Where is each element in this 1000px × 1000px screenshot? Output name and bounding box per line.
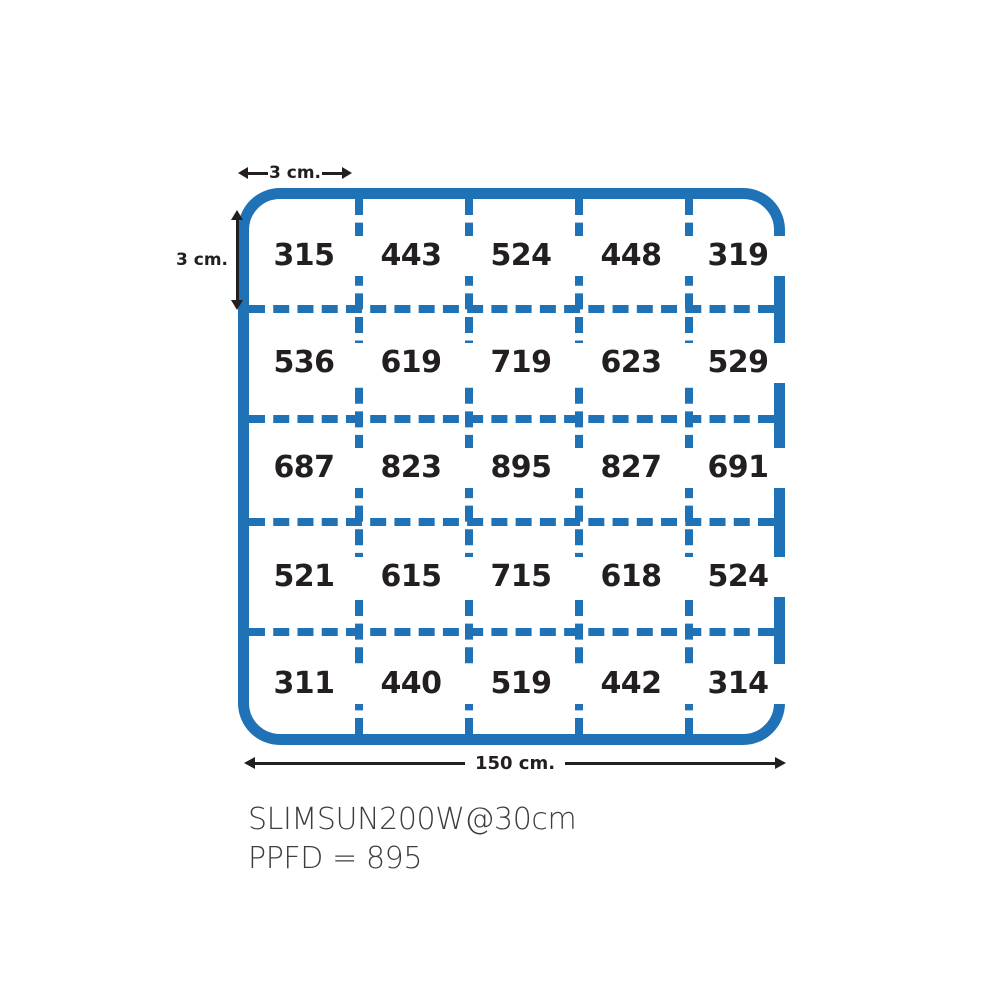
- grid-divider-horizontal: [249, 628, 774, 636]
- arrow-right-icon: [322, 167, 352, 179]
- grid-cell-value: 311: [249, 664, 359, 704]
- caption-line-model: SLIMSUN200W@30cm: [248, 802, 577, 837]
- grid-cell-value: 687: [249, 448, 359, 488]
- grid-cell-value: 448: [576, 236, 686, 276]
- grid-cell-value: 715: [466, 557, 576, 597]
- grid-cell-value: 827: [576, 448, 686, 488]
- grid-divider-horizontal: [249, 415, 774, 423]
- grid-cell-value: 719: [466, 343, 576, 383]
- grid-cell-value: 536: [249, 343, 359, 383]
- grid-cell-value: 529: [683, 343, 793, 383]
- cell-width-dimension: 3 cm.: [238, 160, 352, 186]
- panel-width-dimension: 150 cm.: [244, 750, 787, 776]
- grid-cell-value: 442: [576, 664, 686, 704]
- grid-cell-value: 619: [356, 343, 466, 383]
- arrow-left-icon: [238, 167, 268, 179]
- cell-width-label: 3 cm.: [269, 163, 321, 183]
- grid-cell-value: 440: [356, 664, 466, 704]
- grid-cell-value: 519: [466, 664, 576, 704]
- arrow-vertical-double-icon: [229, 210, 243, 310]
- cell-height-label: 3 cm.: [176, 250, 228, 270]
- grid-cell-value: 895: [466, 448, 576, 488]
- grid-cell-value: 521: [249, 557, 359, 597]
- grid-cell-value: 615: [356, 557, 466, 597]
- grid-divider-horizontal: [249, 305, 774, 313]
- grid-cell-value: 524: [466, 236, 576, 276]
- grid-cell-value: 314: [683, 664, 793, 704]
- arrow-left-icon: [244, 757, 465, 769]
- grid-cell-value: 623: [576, 343, 686, 383]
- grid-cell-value: 618: [576, 557, 686, 597]
- panel-width-label: 150 cm.: [474, 752, 556, 774]
- cell-height-dimension: 3 cm.: [176, 210, 243, 310]
- grid-cell-value: 823: [356, 448, 466, 488]
- grid-cell-value: 443: [356, 236, 466, 276]
- ppfd-grid-panel: 315 443 524 448 319 536 619 719 623 529 …: [238, 188, 793, 745]
- arrow-right-icon: [565, 757, 787, 769]
- grid-cell-value: 691: [683, 448, 793, 488]
- caption-line-ppfd: PPFD = 895: [248, 841, 423, 876]
- grid-cell-value: 315: [249, 236, 359, 276]
- grid-divider-horizontal: [249, 518, 774, 526]
- grid-cell-value: 524: [683, 557, 793, 597]
- grid-cell-value: 319: [683, 236, 793, 276]
- caption-block: SLIMSUN200W@30cm PPFD = 895: [248, 800, 768, 878]
